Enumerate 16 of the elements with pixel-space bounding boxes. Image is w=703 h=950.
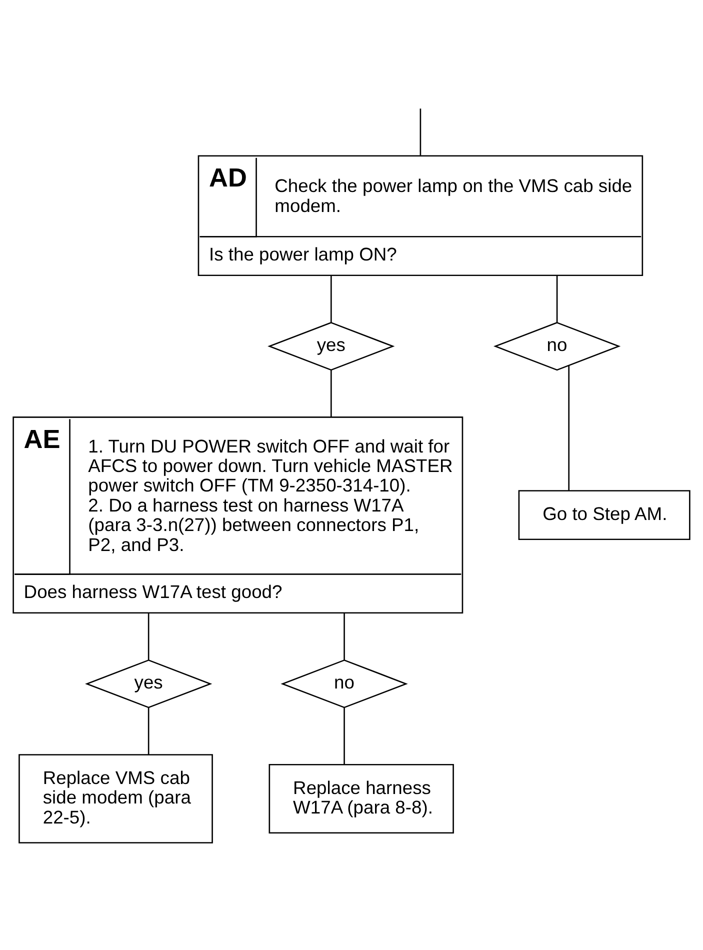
connector [330, 276, 332, 323]
node-box: Replace VMS cab side modem (para 22-5). [18, 754, 213, 844]
connector [568, 366, 570, 490]
connector [148, 613, 150, 660]
connector [344, 613, 345, 660]
node-diamond: no [493, 322, 621, 371]
node-diamond: yes [268, 322, 395, 371]
connector [556, 276, 558, 323]
node-box: Go to Step AM. [518, 490, 690, 540]
node-diamond: yes [85, 659, 212, 708]
connector [420, 108, 422, 156]
connector [330, 370, 332, 417]
connector [148, 708, 150, 755]
node-box: Replace harness W17A (para 8-8). [268, 764, 454, 834]
connector [344, 708, 345, 764]
node-diamond: no [280, 659, 408, 708]
